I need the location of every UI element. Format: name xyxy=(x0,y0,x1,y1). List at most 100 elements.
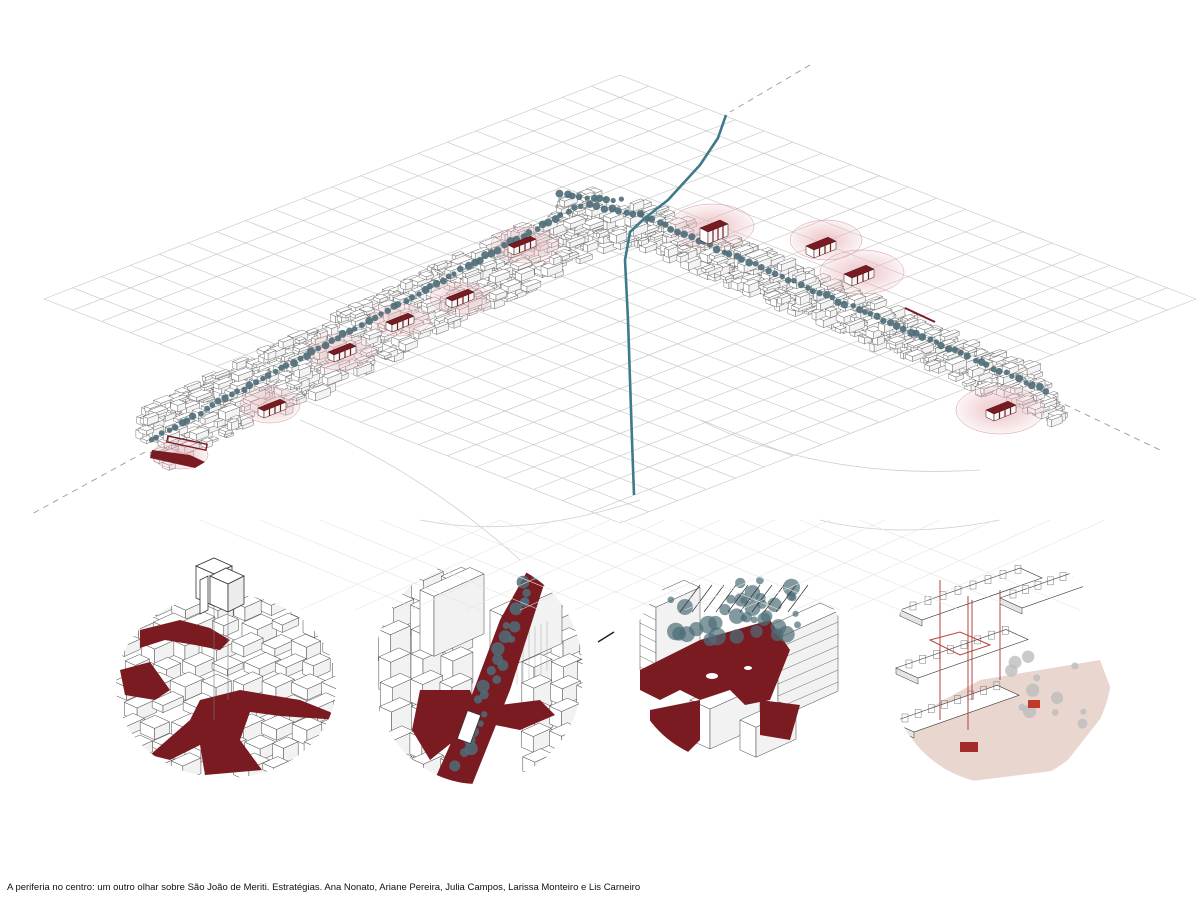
block-face xyxy=(141,601,157,617)
tree xyxy=(1027,381,1036,390)
block-roof xyxy=(333,692,336,708)
tree xyxy=(791,277,797,284)
plaza-element xyxy=(744,666,752,670)
vignette-1-red-street xyxy=(150,690,336,775)
grid-line xyxy=(274,209,851,434)
intervention-blocks xyxy=(150,219,1017,468)
tree xyxy=(477,720,484,727)
canopy-tree xyxy=(726,594,736,604)
house-roof xyxy=(227,418,240,424)
dashed-axis xyxy=(29,64,1161,516)
house-roof xyxy=(562,215,586,225)
floor-line xyxy=(777,657,839,685)
house-roof xyxy=(1047,409,1066,417)
block-roof xyxy=(550,745,582,761)
house-roof xyxy=(762,290,782,298)
vignette-2-red-side xyxy=(495,700,555,730)
block-roof xyxy=(419,567,485,597)
tree xyxy=(1080,708,1087,715)
house-roof xyxy=(148,405,169,414)
block-roof xyxy=(440,646,474,662)
room-cell xyxy=(988,630,995,640)
floor-line xyxy=(639,633,657,643)
block-roof xyxy=(139,714,171,729)
house-roof xyxy=(582,239,599,246)
grid-line xyxy=(72,287,649,513)
figure-caption: A periferia no centro: um outro olhar so… xyxy=(7,882,641,893)
house-roof xyxy=(174,387,190,394)
tree xyxy=(229,391,235,398)
tree xyxy=(1050,691,1064,705)
tree xyxy=(758,264,765,271)
tree xyxy=(725,250,733,258)
house-roof xyxy=(741,272,761,280)
house-roof xyxy=(762,281,781,289)
strategy-4-vignette xyxy=(888,548,1112,784)
block-face xyxy=(577,733,583,757)
tree xyxy=(1021,650,1035,663)
street-grid xyxy=(43,74,1197,561)
house-roof xyxy=(316,329,329,334)
vignette-3-tree-canopy xyxy=(667,576,809,679)
axis-line xyxy=(729,64,811,113)
house-roof xyxy=(142,412,160,419)
room-cell xyxy=(969,580,977,590)
tree xyxy=(600,205,609,213)
house-roof xyxy=(183,380,201,388)
block-roof xyxy=(170,752,202,767)
house-roof xyxy=(629,198,645,205)
house-roof xyxy=(824,306,838,312)
block-roof xyxy=(320,755,336,772)
vignette-3-red-plaza xyxy=(640,620,790,705)
house-roof xyxy=(461,267,480,275)
faint-line xyxy=(499,519,721,611)
house-roof xyxy=(400,278,414,284)
faint-line xyxy=(319,519,541,611)
house-roof xyxy=(410,297,425,303)
canopy-beam xyxy=(715,584,737,613)
tree xyxy=(426,282,434,290)
tree xyxy=(712,245,721,254)
room-cell xyxy=(947,645,954,654)
grid-line xyxy=(533,265,1110,490)
house-roof xyxy=(580,192,596,199)
block-roof xyxy=(169,671,205,688)
block-face xyxy=(379,706,392,740)
tree xyxy=(1036,382,1044,391)
house-roof xyxy=(281,351,296,358)
tree xyxy=(623,209,630,216)
block-face xyxy=(337,683,351,702)
grid-line xyxy=(619,298,1197,524)
house-roof xyxy=(389,291,402,297)
block-roof xyxy=(520,722,552,737)
tree xyxy=(557,212,564,218)
tree xyxy=(492,675,502,684)
room-cell xyxy=(1047,576,1054,586)
house-roof xyxy=(763,288,777,294)
block-face xyxy=(391,756,413,784)
block-face xyxy=(332,621,336,642)
block-face xyxy=(116,761,130,778)
canopy-tree xyxy=(740,596,748,604)
room-cell xyxy=(914,709,922,718)
canopy-tree xyxy=(750,616,758,624)
axis-line xyxy=(29,451,146,516)
curved-street xyxy=(299,419,521,561)
tree xyxy=(534,226,541,233)
house-roof xyxy=(795,291,811,298)
house-roof xyxy=(278,336,294,343)
tree xyxy=(365,317,374,325)
tree xyxy=(834,298,842,306)
room-cell xyxy=(919,654,926,664)
tree xyxy=(148,437,155,443)
house-roof xyxy=(899,348,913,354)
house-roof xyxy=(231,367,254,376)
block-face xyxy=(333,699,336,716)
block-face xyxy=(321,721,335,738)
tree xyxy=(933,339,940,345)
block-face xyxy=(320,763,336,778)
block-roof xyxy=(575,747,583,762)
faint-line xyxy=(574,519,776,611)
tree xyxy=(688,233,696,241)
house-roof xyxy=(514,266,535,275)
